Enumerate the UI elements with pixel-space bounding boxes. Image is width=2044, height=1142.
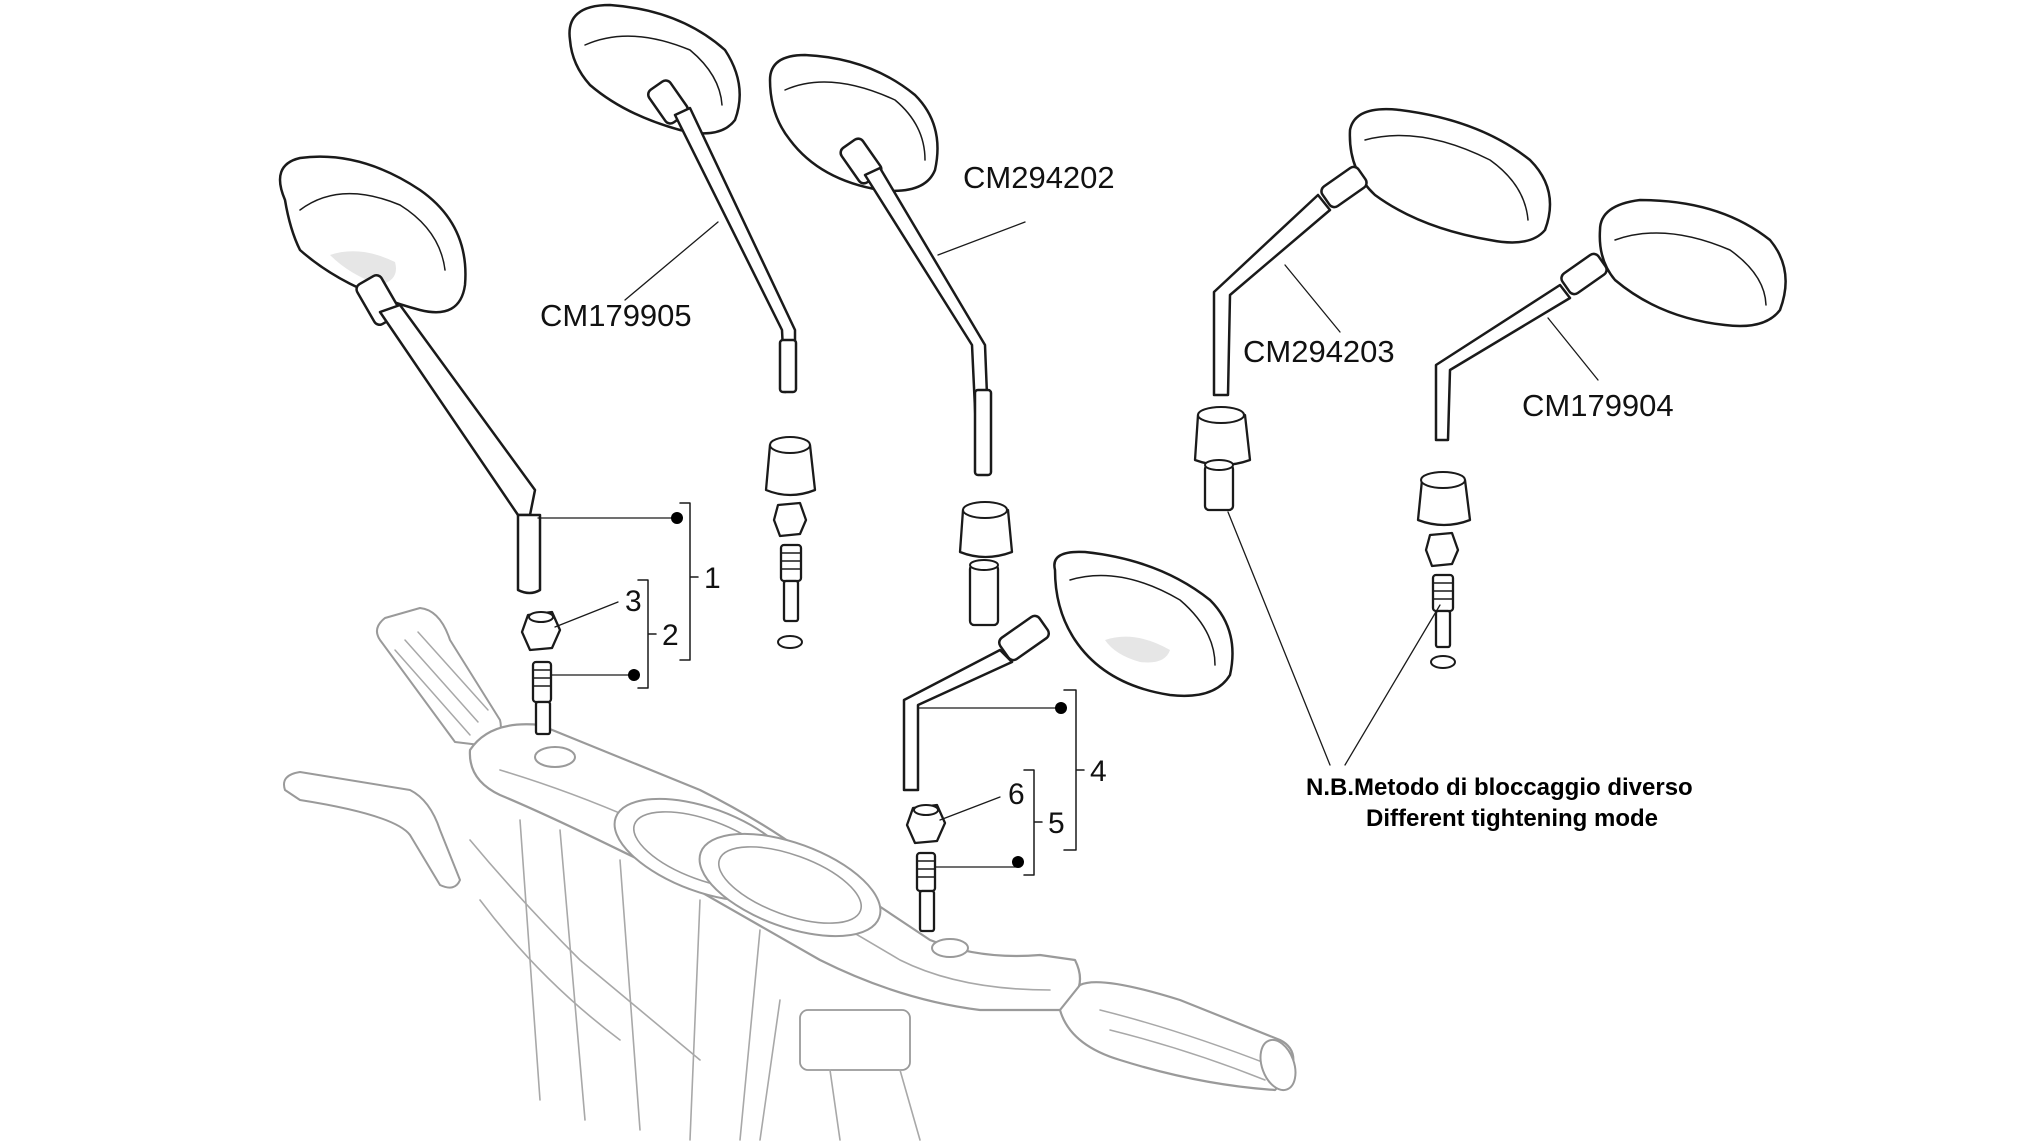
mirror-cm179905	[568, 3, 798, 394]
mirror-cm294202	[768, 53, 993, 477]
mirror-cm294203	[1212, 108, 1552, 397]
cm294203-hardware	[1193, 406, 1252, 512]
part-code-cm179905: CM179905	[540, 298, 692, 333]
cm179905-hardware	[764, 436, 817, 649]
note-line-english: Different tightening mode	[1366, 805, 1658, 832]
leader-lines	[537, 221, 1599, 876]
cm179904-hardware	[1416, 471, 1472, 669]
note-line-italian: N.B.Metodo di bloccaggio diverso	[1306, 774, 1693, 801]
item-number-3: 3	[625, 585, 642, 618]
mirror-cm179904	[1434, 198, 1787, 442]
item-number-1: 1	[704, 562, 721, 595]
mirror-left-item1	[278, 155, 542, 595]
part-code-cm179904: CM179904	[1522, 388, 1674, 423]
handlebar-assembly-background	[283, 607, 1297, 1141]
cm294202-hardware	[958, 501, 1014, 627]
item-number-2: 2	[662, 619, 679, 652]
item-number-5: 5	[1048, 807, 1065, 840]
left-hardware	[520, 610, 562, 736]
item-number-6: 6	[1008, 778, 1025, 811]
item-number-4: 4	[1090, 755, 1107, 788]
part-code-cm294202: CM294202	[963, 160, 1115, 195]
part-code-cm294203: CM294203	[1243, 334, 1395, 369]
right-hardware	[905, 803, 947, 933]
mirror-right-item4	[902, 550, 1234, 792]
